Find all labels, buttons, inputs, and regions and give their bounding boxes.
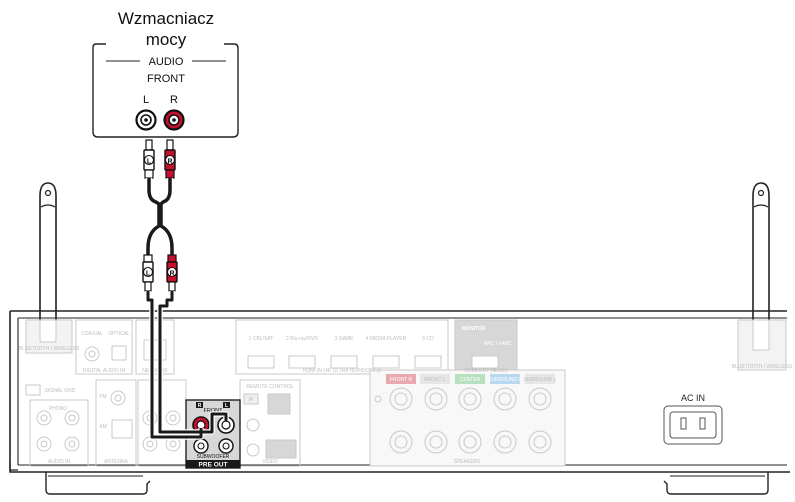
ir-label: IR [249, 397, 254, 403]
coaxial-label: COAXIAL [81, 331, 103, 337]
optical-label: OPTICAL [108, 331, 130, 337]
lower-left-plug: L [143, 255, 153, 291]
upper-right-plug-label: R [167, 159, 172, 166]
upper-right-plug: R [165, 140, 175, 178]
hdmi-input-5: 5 CD [422, 336, 434, 342]
amp-audio-label: AUDIO [149, 56, 184, 68]
pre-out-l-label: L [225, 403, 228, 409]
subwoofer-jack-2[interactable] [219, 439, 233, 453]
antenna-left [40, 183, 56, 325]
signal-gnd-label: SIGNAL GND [45, 388, 76, 394]
hdmi-in-label: HDMI IN (4K ULTRA HD/HDCP2.3) [303, 368, 382, 374]
network-label: NETWORK [142, 368, 168, 374]
antenna-left-label: BLUETOOTH / WIRELESS [19, 346, 80, 352]
hdmi-input-3: 3 GAME [335, 336, 355, 342]
remote-control-label: REMOTE CONTROL [246, 384, 293, 390]
am-label: AM [99, 424, 107, 430]
pre-out-label: PRE OUT [199, 462, 228, 469]
speakers-label: SPEAKERS [454, 459, 482, 465]
antenna-right [753, 183, 769, 325]
power-amplifier: AUDIO FRONT L R [93, 44, 238, 137]
amp-right-jack[interactable] [165, 111, 184, 130]
arc-label: ARC / eARC [484, 341, 512, 347]
audio-in-label: AUDIO IN [48, 459, 71, 465]
subwoofer-label: SUBWOOFER [197, 454, 230, 460]
hdmi-input-4: 4 MEDIA PLAYER [366, 336, 407, 342]
antenna-label: ANTENNA [104, 459, 129, 465]
subwoofer-jack-1[interactable] [194, 439, 208, 453]
upper-left-plug: L [144, 140, 154, 178]
upper-left-plug-label: L [147, 159, 152, 166]
phono-label: PHONO [49, 406, 67, 412]
amp-right-label: R [170, 94, 178, 106]
speaker-front-r: FRONT R [390, 377, 413, 383]
speaker-surround-r: SURROUND R [488, 377, 522, 383]
hdmi-input-2: 2 Blu-ray/DVD [286, 336, 318, 342]
lower-right-plug: R [167, 255, 177, 291]
video-label: VIDEO [262, 459, 278, 465]
monitor-label: MONITOR [462, 326, 486, 332]
speaker-front-l: FRONT L [424, 377, 446, 383]
hdmi-input-1: 1 CBL/SAT [249, 336, 274, 342]
pre-out-r-label: R [198, 403, 202, 409]
speaker-center: CENTER [460, 377, 481, 383]
speaker-surround-l: SURROUND L [523, 377, 556, 383]
ac-in-label: AC IN [681, 393, 705, 403]
rca-cable: L R L R [143, 140, 177, 291]
lower-left-plug-label: L [146, 271, 151, 278]
digital-audio-in-label: DIGITAL AUDIO IN [83, 368, 126, 374]
amp-left-jack[interactable] [137, 111, 156, 130]
lower-right-plug-label: R [169, 271, 174, 278]
hdmi-out-label: HDMI OUT (4K/8K) [465, 368, 508, 374]
amp-left-label: L [143, 94, 149, 106]
amp-front-label: FRONT [147, 73, 185, 85]
antenna-right-label: BLUETOOTH / WIRELESS [732, 364, 793, 370]
fm-label: FM [99, 394, 106, 400]
